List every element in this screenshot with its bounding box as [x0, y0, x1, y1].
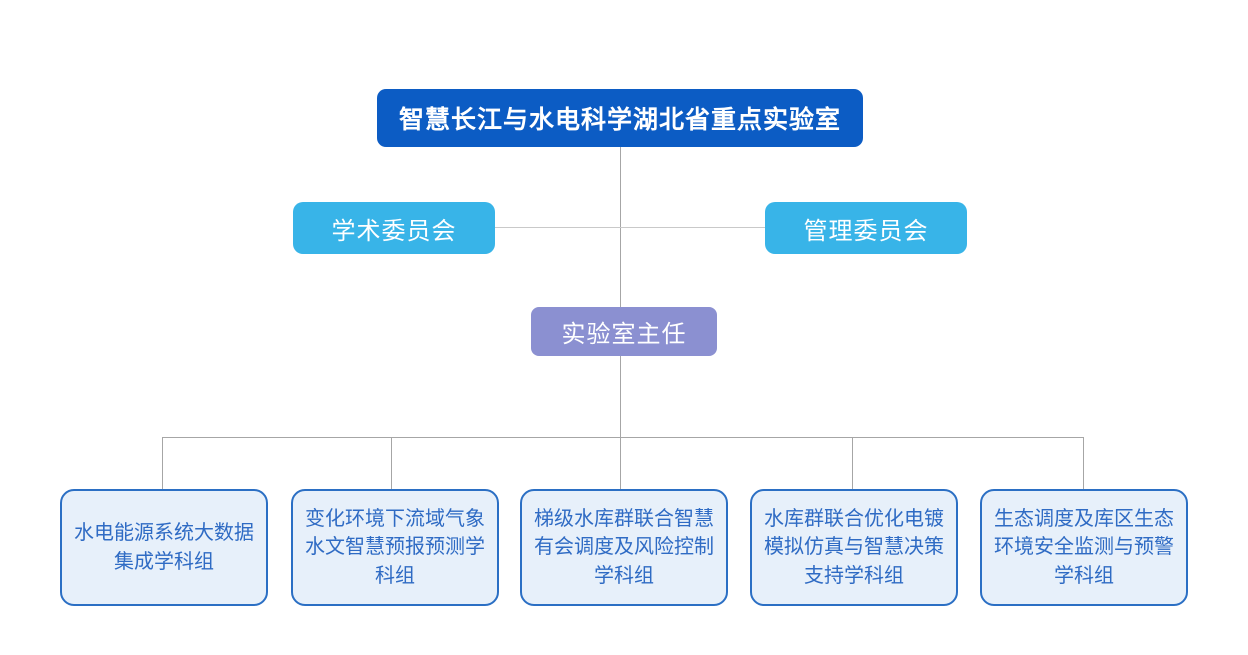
connector-drop-group-1 [162, 437, 163, 489]
node-laboratory-root: 智慧长江与水电科学湖北省重点实验室 [377, 89, 863, 147]
node-academic-committee: 学术委员会 [293, 202, 495, 254]
node-group-cascade-reservoir-dispatch: 梯级水库群联合智慧有会调度及风险控制学科组 [520, 489, 728, 606]
node-management-committee: 管理委员会 [765, 202, 967, 254]
node-lab-director: 实验室主任 [531, 307, 717, 356]
connector-drop-group-4 [852, 437, 853, 489]
connector-drop-group-2 [391, 437, 392, 489]
node-group-reservoir-simulation-decision: 水库群联合优化电镀模拟仿真与智慧决策支持学科组 [750, 489, 958, 606]
connector-committees [495, 227, 765, 228]
node-group-hydropower-bigdata: 水电能源系统大数据集成学科组 [60, 489, 268, 606]
node-group-ecological-monitoring-warning: 生态调度及库区生态环境安全监测与预警学科组 [980, 489, 1188, 606]
connector-drop-group-3 [620, 437, 621, 489]
connector-director-to-bus [620, 356, 621, 437]
connector-group-bus [162, 437, 1083, 438]
connector-drop-group-5 [1083, 437, 1084, 489]
node-group-meteorology-hydrology-forecast: 变化环境下流域气象水文智慧预报预测学科组 [291, 489, 499, 606]
